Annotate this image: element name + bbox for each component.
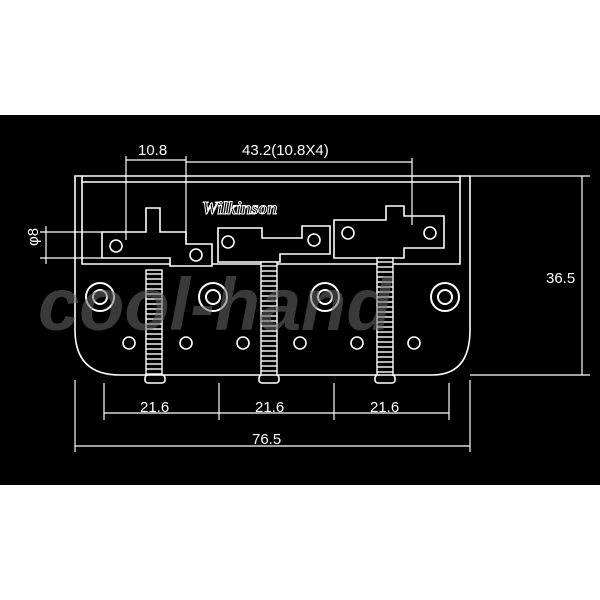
dim-left-vertical: φ8	[25, 228, 42, 246]
dim-top-left: 10.8	[138, 142, 167, 159]
saddles	[101, 205, 445, 267]
dimension-lines	[40, 156, 590, 452]
saddle-holes	[109, 226, 437, 262]
springs	[145, 257, 394, 379]
string-holes	[85, 282, 460, 312]
dim-right-vertical: 36.5	[546, 270, 575, 287]
dim-bottom-total: 76.5	[252, 431, 281, 448]
saddle-2	[217, 225, 331, 263]
dim-bottom-1: 21.6	[140, 399, 169, 416]
saddle-1	[101, 207, 213, 267]
screw-slots	[144, 374, 396, 384]
bridge-outline	[74, 175, 471, 376]
dim-bottom-2: 21.6	[255, 399, 284, 416]
dim-bottom-3: 21.6	[370, 399, 399, 416]
dim-top-right: 43.2(10.8X4)	[242, 142, 329, 159]
watermark: cool-hand	[38, 263, 393, 346]
brand-logo: Wilkinson	[202, 198, 277, 218]
mounting-holes	[122, 336, 421, 350]
